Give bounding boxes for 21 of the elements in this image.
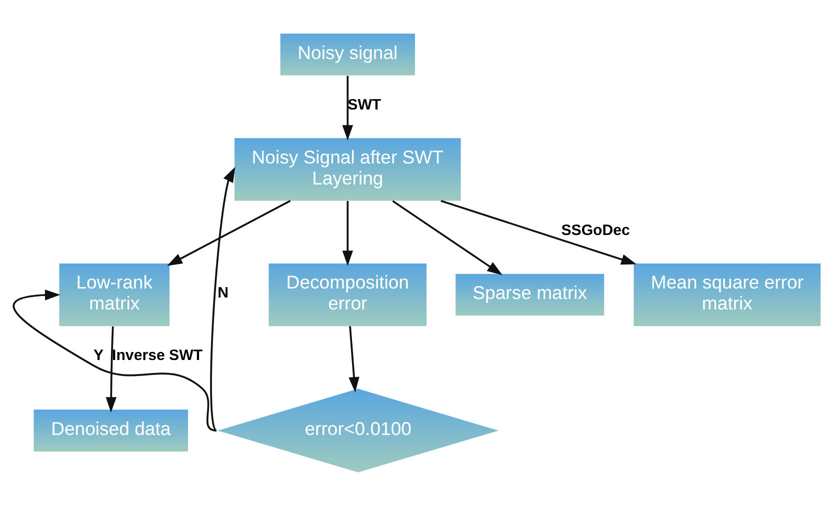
node-box: Denoised data <box>34 409 188 451</box>
arrow <box>106 326 116 412</box>
arrow <box>12 289 217 431</box>
arrow <box>348 326 360 392</box>
node-box: Mean square error matrix <box>634 262 821 326</box>
arrow <box>392 200 502 275</box>
arrow <box>342 200 354 266</box>
node-box: Noisy Signal after SWT Layering <box>234 138 461 200</box>
node-box: Decomposition error <box>268 262 427 326</box>
node-box: Low-rank matrix <box>59 262 170 326</box>
edge-label: Inverse SWT <box>112 346 203 364</box>
arrow <box>167 200 291 266</box>
node-diamond: error<0.0100 <box>218 388 499 472</box>
edge-label: SSGoDec <box>561 221 630 238</box>
arrow <box>440 199 637 264</box>
edge-label: N <box>218 284 229 302</box>
arrow <box>342 75 354 140</box>
node-box: Sparse matrix <box>456 273 604 316</box>
arrow <box>210 166 236 431</box>
node-box: Noisy signal <box>280 33 415 75</box>
edge-label: Y <box>93 346 104 364</box>
